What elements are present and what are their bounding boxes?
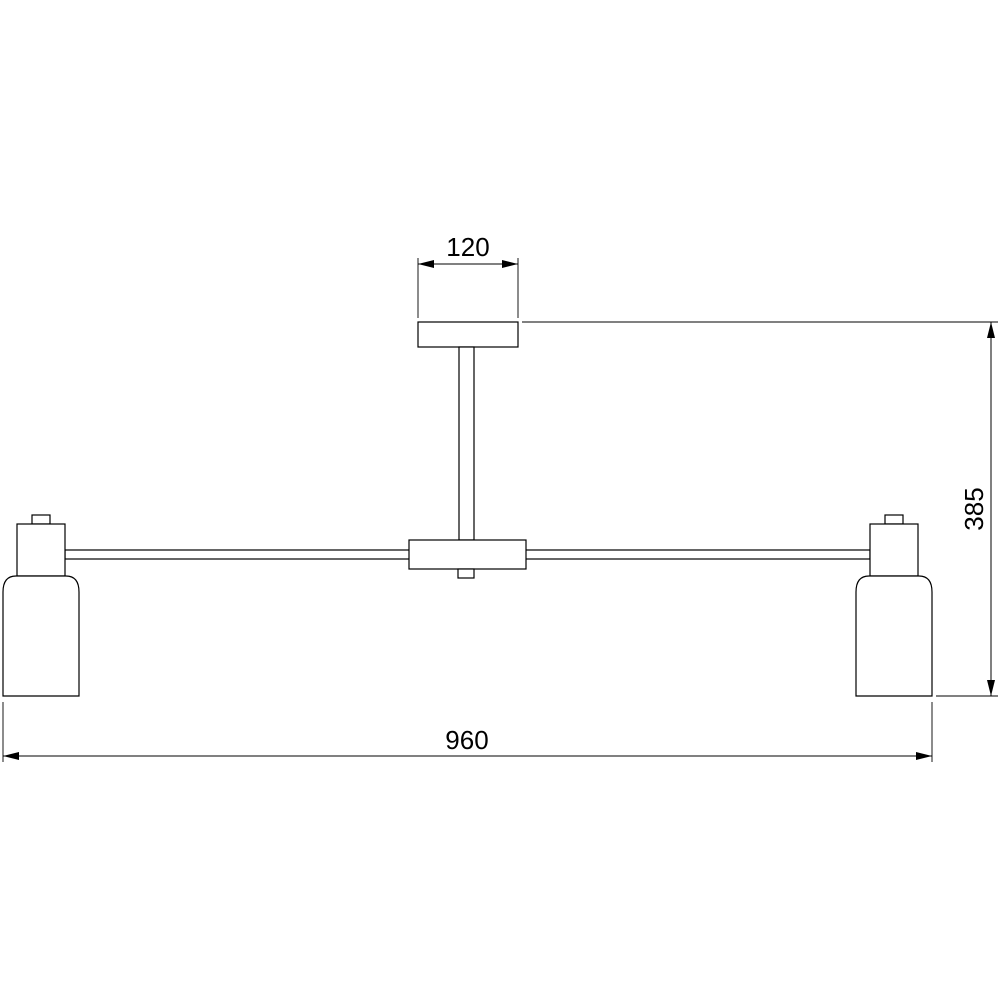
total-height-label: 385 (959, 487, 989, 530)
arrow-down (987, 680, 995, 696)
ceiling-canopy (417, 321, 519, 348)
arrow-left (418, 260, 434, 268)
left-shade (2, 575, 80, 697)
left-lamp-head (2, 514, 80, 697)
left-socket (16, 523, 66, 577)
central-stem (458, 346, 475, 541)
lamp-body (2, 321, 933, 697)
total-width-label: 960 (445, 725, 488, 755)
arrow-right (916, 752, 932, 760)
arrow-left (3, 752, 19, 760)
right-shade (855, 575, 933, 697)
arrow-up (987, 322, 995, 338)
canopy-width-dimension: 120 (417, 232, 519, 318)
right-lamp-head (855, 514, 933, 697)
canopy-width-label: 120 (446, 232, 489, 262)
total-height-dimension: 385 (522, 321, 998, 697)
hub-bottom-knob (457, 568, 475, 579)
arrow-right (502, 260, 518, 268)
central-hub (408, 539, 527, 570)
right-cap (884, 514, 904, 525)
total-width-dimension: 960 (2, 702, 933, 762)
right-socket (869, 523, 919, 577)
left-cap (31, 514, 51, 525)
